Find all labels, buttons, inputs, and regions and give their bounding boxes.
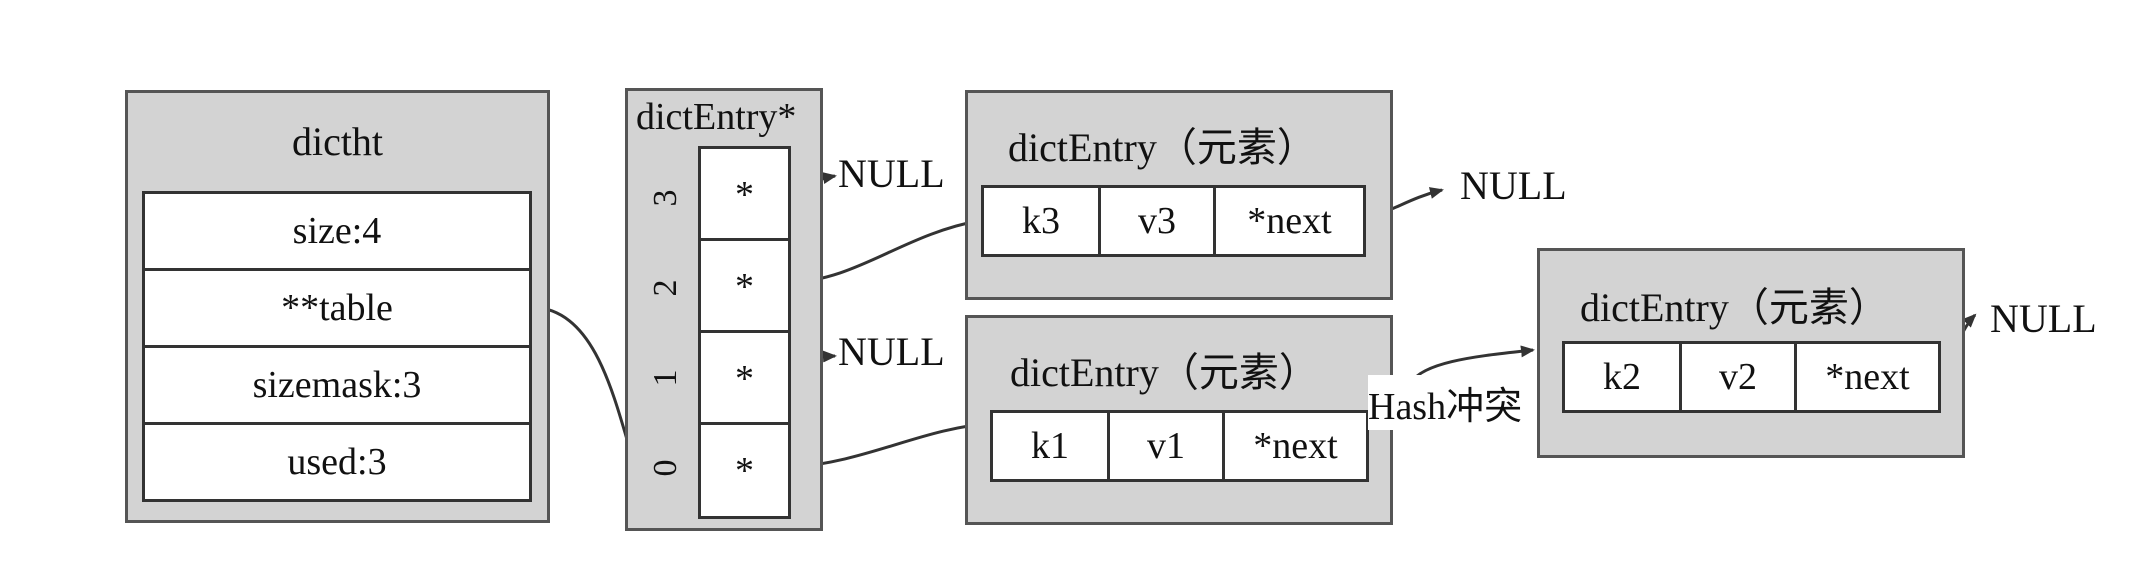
bucket-slot-0: * — [698, 422, 791, 519]
dict-entry-k2-next: *next — [1794, 341, 1941, 413]
dict-entry-k1-key: k1 — [990, 410, 1110, 482]
dict-entry-k2: dictEntry（元素） k2 v2 *next — [1537, 248, 1965, 458]
dict-entry-k3-value: v3 — [1098, 185, 1216, 257]
hash-collision-label: Hash冲突 — [1368, 375, 1523, 430]
dict-entry-k3-title: dictEntry（元素） — [1008, 125, 1317, 170]
dict-entry-k3-next: *next — [1213, 185, 1366, 257]
dictht-field-sizemask: sizemask:3 — [142, 345, 532, 425]
dictht-field-size: size:4 — [142, 191, 532, 271]
dictht-title: dictht — [291, 119, 384, 164]
slot-index-0: 0 — [647, 459, 684, 477]
dict-entry-k1-title: dictEntry（元素） — [1010, 350, 1319, 395]
bucket-slot-1: * — [698, 330, 791, 427]
dictht-struct: dictht size:4 **table sizemask:3 used:3 — [125, 90, 550, 523]
slot-index-2: 2 — [647, 279, 684, 297]
bucket-array-title: dictEntry* — [636, 96, 797, 138]
dictht-field-table: **table — [142, 268, 532, 348]
slot-index-3: 3 — [647, 189, 684, 207]
dict-entry-k2-title: dictEntry（元素） — [1580, 285, 1889, 330]
dict-entry-k1: dictEntry（元素） k1 v1 *next — [965, 315, 1393, 525]
dict-entry-k1-value: v1 — [1107, 410, 1225, 482]
dict-entry-k1-next: *next — [1222, 410, 1369, 482]
bucket-slot-2: * — [698, 238, 791, 335]
dict-entry-k3: dictEntry（元素） k3 v3 *next — [965, 90, 1393, 300]
dict-entry-k2-value: v2 — [1679, 341, 1797, 413]
bucket-array: dictEntry* 3 2 1 0 * * * * — [625, 88, 823, 531]
null-label-slot1: NULL — [838, 329, 945, 374]
dict-entry-k2-key: k2 — [1562, 341, 1682, 413]
null-label-k2: NULL — [1990, 296, 2097, 341]
bucket-slot-3: * — [698, 146, 791, 243]
slot-index-1: 1 — [647, 369, 684, 387]
dict-entry-k3-key: k3 — [981, 185, 1101, 257]
null-label-slot3: NULL — [838, 151, 945, 196]
null-label-k3: NULL — [1460, 163, 1567, 208]
dictht-field-used: used:3 — [142, 422, 532, 502]
